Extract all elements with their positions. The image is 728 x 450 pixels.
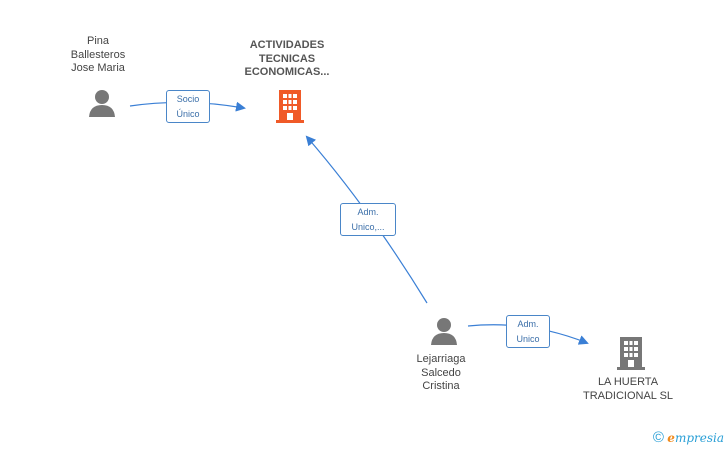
copyright-icon: © [652, 429, 664, 446]
edge-label-socio-unico[interactable]: Socio Único [166, 90, 210, 123]
brand-initial: e [667, 431, 675, 445]
person-label-lejarriaga[interactable]: Lejarriaga Salcedo Cristina [416, 353, 466, 392]
building-icon[interactable] [615, 335, 647, 371]
edge-label-adm-unico-actividades[interactable]: Adm. Unico,... [340, 203, 396, 236]
building-icon[interactable] [274, 88, 306, 124]
person-icon[interactable] [87, 88, 117, 118]
person-label-pina[interactable]: Pina Ballesteros Jose Maria [70, 35, 126, 74]
person-icon[interactable] [429, 316, 459, 346]
company-label-actividades[interactable]: ACTIVIDADES TECNICAS ECONOMICAS... [244, 39, 330, 78]
edge-label-adm-unico-huerta[interactable]: Adm. Unico [506, 315, 550, 348]
brand-logo[interactable]: © empresia [653, 429, 724, 446]
brand-name: mpresia [674, 431, 724, 445]
company-label-huerta[interactable]: LA HUERTA TRADICIONAL SL [582, 376, 674, 402]
